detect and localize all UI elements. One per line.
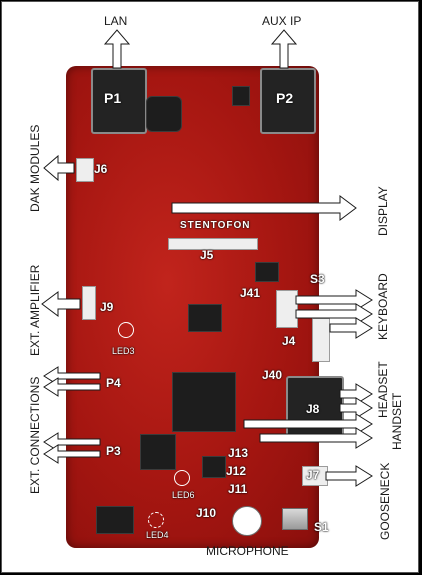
lan-label: LAN <box>104 14 128 28</box>
chip-center <box>188 304 222 332</box>
keyboard-arrow-mid <box>295 303 373 325</box>
p2-label: P2 <box>276 90 294 106</box>
led6-label: LED6 <box>172 490 195 500</box>
j40-label: J40 <box>262 368 283 382</box>
headset-arrow-2 <box>339 397 373 419</box>
j7-label: J7 <box>306 468 320 482</box>
chip-bottom-left <box>96 506 134 534</box>
j5-label: J5 <box>200 248 214 262</box>
j9-label: J9 <box>100 300 114 314</box>
chip-j12 <box>202 456 226 478</box>
aux-ip-jack-p2 <box>260 68 316 134</box>
j6-label: J6 <box>94 162 108 176</box>
keyboard-label: KEYBOARD <box>376 273 390 340</box>
j8-label: J8 <box>306 402 320 416</box>
cpu-chip <box>172 372 236 432</box>
keyboard-arrow-top <box>295 289 373 311</box>
j12-label: J12 <box>226 464 247 478</box>
j11-label: J11 <box>228 482 248 496</box>
switch-s1 <box>282 508 308 530</box>
p3-label: P3 <box>106 444 121 458</box>
connector-j9 <box>82 286 96 320</box>
j10-label: J10 <box>196 506 217 520</box>
stentofon-label: STENTOFON <box>180 220 251 231</box>
s3-label: S3 <box>310 272 325 286</box>
handset-arrow-1 <box>243 413 373 435</box>
p1-label: P1 <box>104 90 122 106</box>
microphone-capsule <box>232 506 262 536</box>
keyboard-arrow-low <box>329 317 373 339</box>
display-label: DISPLAY <box>376 186 390 236</box>
j13-label: J13 <box>228 446 249 460</box>
chip-lower <box>140 434 176 470</box>
handset-arrow-2 <box>259 427 373 449</box>
led4-label: LED4 <box>146 530 169 540</box>
headset-arrow-1 <box>339 383 373 405</box>
inductor <box>146 96 182 132</box>
s1-label: S1 <box>314 520 329 534</box>
p4-label: P4 <box>106 376 121 390</box>
lan-jack-p1 <box>91 68 147 134</box>
dak-modules-label: DAK MODULES <box>28 124 42 212</box>
connector-j5 <box>168 238 258 250</box>
led3-label: LED3 <box>112 346 135 356</box>
gooseneck-arrow <box>325 465 373 487</box>
display-arrow <box>171 195 357 221</box>
j41-label: J41 <box>240 286 261 300</box>
chip-near-s3 <box>255 262 279 282</box>
microphone-label: MICROPHONE <box>206 544 289 558</box>
ext-amplifier-arrow <box>41 291 81 317</box>
lan-arrow <box>103 29 131 69</box>
aux-ip-label: AUX IP <box>262 14 302 28</box>
connector-j6 <box>76 158 94 182</box>
dak-modules-arrow <box>43 154 75 182</box>
small-chip-top <box>232 86 250 106</box>
gooseneck-label: GOOSENECK <box>378 462 392 540</box>
j4-label: J4 <box>282 334 296 348</box>
led6-marker <box>174 470 190 486</box>
aux-ip-arrow <box>270 29 298 69</box>
headset-label: HEADSET <box>376 361 390 418</box>
led4-marker <box>148 512 164 528</box>
ext-connections-label: EXT. CONNECTIONS <box>28 376 42 494</box>
handset-label: HANDSET <box>390 392 404 450</box>
ext-amplifier-label: EXT. AMPLIFIER <box>28 264 42 356</box>
led3-marker <box>118 322 134 338</box>
p4-arrow-2 <box>43 377 101 397</box>
p3-arrow-2 <box>43 444 101 464</box>
connector-j41 <box>276 290 298 328</box>
